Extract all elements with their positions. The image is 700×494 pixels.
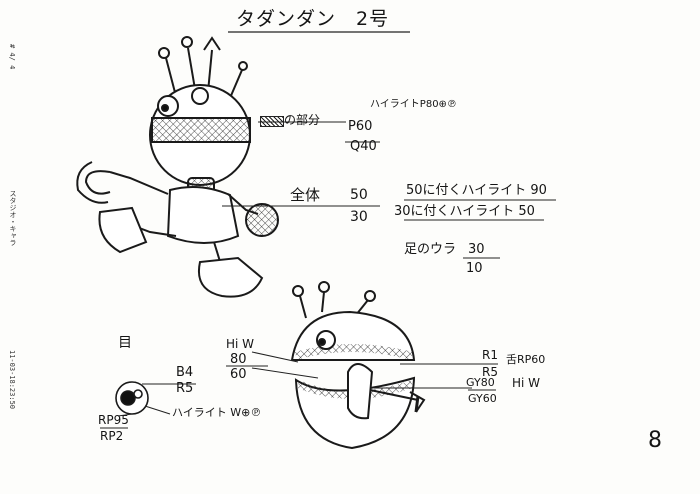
mesh-note: の部分 (284, 113, 321, 127)
sole-label: 足のウラ (404, 242, 457, 257)
eye-rp95-value: RP95 (98, 413, 129, 427)
eye-heading: 目 (118, 335, 132, 351)
mesh-p-value: P60 (348, 119, 373, 134)
robot-front-figure (76, 36, 279, 298)
mouth-bottom-value: 60 (230, 367, 247, 382)
highlight-50-note: 50に付くハイライト 90 (406, 183, 547, 198)
mouth-hiw-note: Hi W (226, 337, 255, 351)
mouth-gy60-value: GY60 (468, 392, 497, 405)
whole-label: 全体 (290, 186, 321, 204)
eye-detail-figure (115, 381, 149, 415)
eye-highlight-note: ハイライト W⊕℗ (172, 406, 262, 419)
sole-top-value: 30 (468, 242, 485, 257)
eye-highlight-leader (144, 405, 171, 415)
mouth-tongue-rp60-note: 舌RP60 (506, 353, 546, 366)
sheet-title: タダンダン 2号 (236, 8, 390, 30)
whole-bottom-value: 30 (350, 209, 368, 225)
mouth-6080-leader (251, 367, 319, 379)
mouth-r1-value: R1 (482, 348, 498, 362)
mesh-swatch (260, 116, 284, 127)
robot-mouth-figure (290, 281, 426, 450)
eye-bottom-value: R5 (176, 381, 194, 396)
mouth-top-value: 80 (230, 352, 247, 367)
margin-code-top: # 4/ 4 (8, 44, 16, 70)
highlight-30-note: 30に付くハイライト 50 (394, 204, 535, 219)
page-number: 8 (648, 428, 662, 453)
margin-label: スタジオ・キャラ (9, 190, 17, 246)
sole-bottom-value: 10 (466, 261, 483, 276)
margin-timestamp: 11-03-18:23:50 (8, 350, 16, 410)
mouth-hiw-leader (251, 351, 299, 363)
mesh-q-value: Q40 (350, 139, 377, 154)
mouth-gy80-value: GY80 (466, 376, 495, 389)
highlight-p80-note: ハイライトP80⊕℗ (370, 99, 457, 110)
mouth-hiw-right-note: Hi W (512, 376, 541, 390)
whole-top-value: 50 (350, 187, 368, 203)
eye-top-value: B4 (176, 365, 194, 380)
eye-rp2-value: RP2 (100, 429, 124, 443)
eye-rp-leader (117, 413, 133, 417)
mouth-r5-value: R5 (482, 365, 498, 379)
